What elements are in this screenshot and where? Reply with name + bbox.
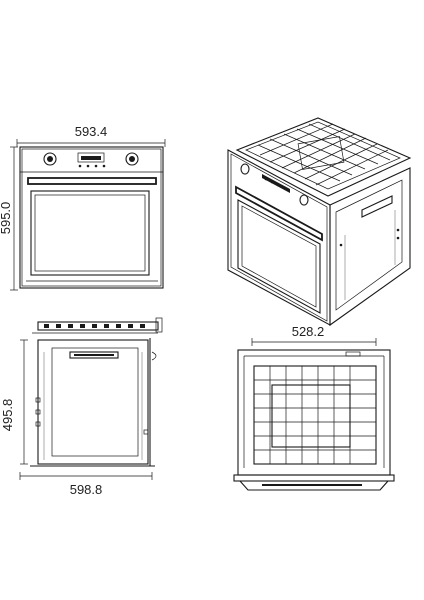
top-view: 528.2	[233, 324, 395, 491]
front-view: 593.4 595.0	[0, 124, 166, 291]
isometric-view	[227, 117, 412, 327]
front-width-label: 593.4	[75, 124, 108, 139]
side-view: 495.8 598.8	[0, 317, 163, 497]
side-width-label: 598.8	[70, 482, 103, 497]
side-depth-label: 495.8	[0, 399, 15, 432]
top-depth-label: 528.2	[292, 324, 325, 339]
front-height-label: 595.0	[0, 202, 13, 235]
